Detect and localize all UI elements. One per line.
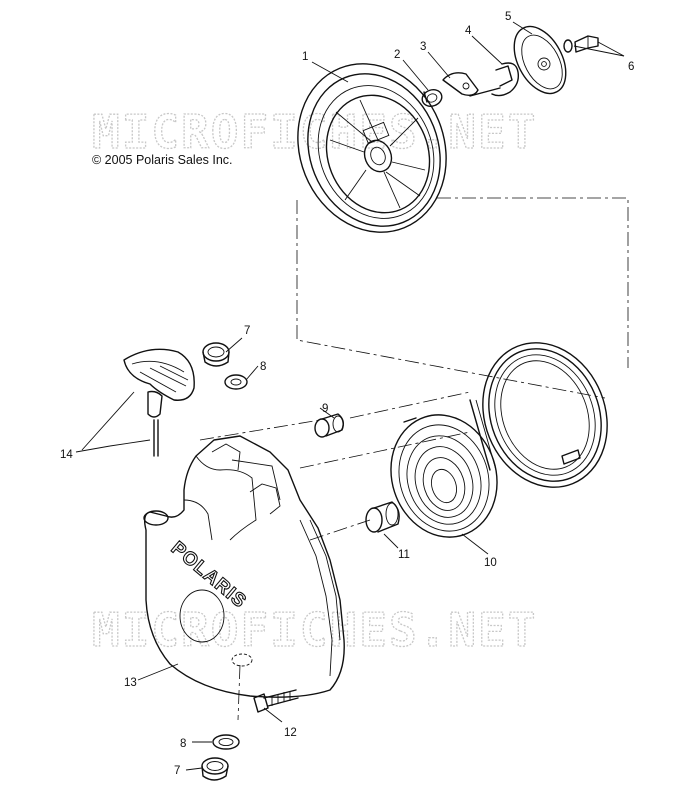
watermark-top: MICROFICHES.NET [92,105,537,159]
recoil-housing-part-13: POLARIS [143,435,345,698]
callout-8-upper: 8 [260,361,266,373]
bushing-part-2 [421,89,443,107]
callout-12: 12 [284,727,297,739]
starter-handle-part-14 [123,348,195,457]
housing-brand-text: POLARIS [167,538,251,613]
callout-11: 11 [398,549,410,561]
watermark-bottom: MICROFICHES.NET [92,603,537,657]
cam-plate-part-5 [513,25,567,95]
bushing-part-9 [314,413,345,438]
rope-pulley-part-1 [297,63,447,233]
callout-labels: 1 2 3 4 5 6 7 8 9 10 11 12 13 14 8 7 [60,11,634,777]
callout-13: 13 [124,677,137,689]
rope-coil [469,342,608,488]
bolt-part-12 [253,689,299,713]
recoil-spring-part-10 [390,414,498,538]
callout-10: 10 [484,557,497,569]
plug-part-7-lower [201,757,229,781]
friction-spring-part-4 [469,62,520,97]
bushing-part-11 [365,501,400,533]
callout-9: 9 [322,403,328,415]
callout-5: 5 [505,11,511,23]
assembly-guide-lines [199,197,629,721]
plug-part-7-upper [202,342,230,367]
washer-part-8-lower [212,734,240,750]
callout-3: 3 [420,41,426,53]
washer-part-8-upper [224,374,248,390]
bolt-part-6 [563,35,599,53]
callout-4: 4 [465,25,472,37]
callout-8-lower: 8 [180,738,186,750]
callout-6: 6 [628,61,634,73]
callout-7-upper: 7 [244,325,250,337]
pawl-part-3 [442,72,479,97]
copyright-notice: © 2005 Polaris Sales Inc. [92,153,233,167]
callout-2: 2 [394,49,400,61]
callout-14: 14 [60,449,73,461]
callout-7-lower: 7 [174,765,180,777]
callout-1: 1 [302,51,308,63]
callout-leader-lines [75,21,625,771]
